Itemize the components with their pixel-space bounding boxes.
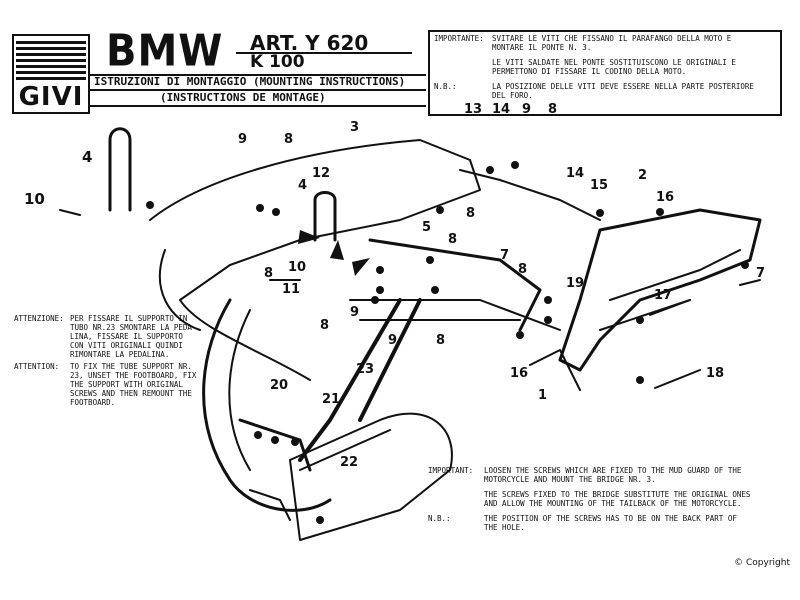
rack-plate [558,208,762,372]
instructions-title-fr: (INSTRUCTIONS DE MONTAGE) [160,91,326,104]
handle-part [108,127,132,212]
brand-title: BMW [106,25,224,77]
nb-text-en: THE POSITION OF THE SCREWS HAS TO BE ON … [484,514,737,532]
givi-logo: GIVI [12,34,90,114]
important-text-it: SVITARE LE VITI CHE FISSANO IL PARAFANGO… [492,34,732,52]
header-rule [88,74,426,76]
nb-label-it: N.B.: [434,82,457,91]
part-label: 5 [422,220,432,235]
part-label: 23 [356,362,375,377]
article-number: ART. Y 620 [250,31,369,55]
part-label: 12 [312,166,331,181]
part-label: 2 [638,168,648,183]
notes-box-it [428,30,782,116]
header-rule [88,105,426,107]
part-label: 15 [590,178,609,193]
logo-text: GIVI [18,82,84,112]
part-label: 19 [566,276,585,291]
attenzione-text: PER FISSARE IL SUPPORTO IN TUBO NR.23 SM… [70,314,192,359]
important-text-en: LOOSEN THE SCREWS WHICH ARE FIXED TO THE… [484,466,742,484]
nb-label-en: N.B.: [428,514,451,523]
part-label: 22 [340,455,359,470]
attention-label: ATTENTION: [14,362,60,371]
header-rule [236,52,412,54]
part-label: 4 [298,178,308,193]
part-label: 8 [284,132,294,147]
part-label: 8 [518,262,528,277]
part-label: 8 [436,333,446,348]
part-label: 14 [566,166,585,181]
part-label: 9 [350,305,360,320]
part-label: 8 [320,318,330,333]
screws-text-en: THE SCREWS FIXED TO THE BRIDGE SUBSTITUT… [484,490,751,508]
part-label: 11 [282,282,301,297]
part-label: 20 [270,378,289,393]
part-label: 10 [24,190,45,208]
part-label: 1 [538,388,548,403]
tube-support [298,298,402,462]
attention-text: TO FIX THE TUBE SUPPORT NR. 23, UNSET TH… [70,362,197,407]
header-rule [88,89,426,91]
part-label: 13 [464,102,483,117]
rear-wheel [202,298,332,512]
part-label: 10 [288,260,307,275]
part-label: 4 [82,148,93,166]
attenzione-label: ATTENZIONE: [14,314,64,323]
instructions-title: ISTRUZIONI DI MONTAGGIO (MOUNTING INSTRU… [94,75,406,88]
part-label: 16 [656,190,675,205]
part-label: 8 [264,266,274,281]
screws-text-it: LE VITI SALDATE NEL PONTE SOSTITUISCONO … [492,58,736,76]
copyright: © Copyright [734,558,790,568]
part-label: 21 [322,392,341,407]
part-label: 17 [654,288,673,303]
part-label: 7 [756,266,766,281]
exhaust-pipe [289,412,453,541]
part-label: 8 [448,232,458,247]
logo-stripes [16,38,86,80]
model-name: K 100 [250,52,305,72]
part-label: 18 [706,366,725,381]
part-label: 8 [466,206,476,221]
seat-outline [149,139,481,301]
part-label: 3 [350,120,360,135]
nb-text-it: LA POSIZIONE DELLE VITI DEVE ESSERE NELL… [492,82,754,100]
part-label: 9 [522,102,532,117]
part-label: 9 [388,333,398,348]
part-label: 9 [238,132,248,147]
bridge [368,238,542,332]
part-label: 7 [500,248,510,263]
part-label: 14 [492,102,511,117]
part-label: 16 [510,366,529,381]
part-label: 8 [548,102,558,117]
important-label-it: IMPORTANTE: [434,34,484,43]
